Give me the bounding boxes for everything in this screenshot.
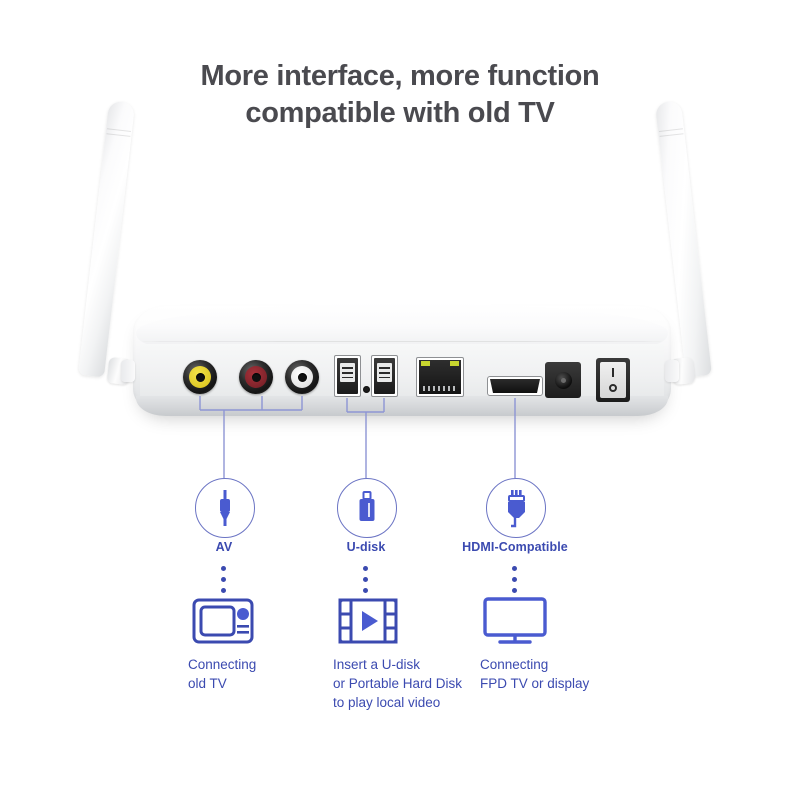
callout-label-av: AV [215,540,233,554]
port-hdmi [487,376,543,396]
connector-dot [221,566,226,571]
callout-label-udisk: U-disk [346,540,386,554]
connector-dot [363,577,368,582]
antenna-band [107,128,131,132]
connector-dot [363,588,368,593]
usb-tongue [377,363,392,382]
rj45-cavity [419,360,461,394]
usb-drive-icon [359,491,375,521]
device-seam-line [140,341,664,342]
rocker-face[interactable] [600,362,626,398]
rca-plug-icon [220,490,230,526]
rca-ring [245,366,267,388]
antenna-left [78,100,136,378]
usecase-caption-local-video: Insert a U-disk or Portable Hard Disk to… [333,657,463,711]
rca-hole [195,372,205,382]
dc-barrel [554,371,572,389]
port-dc-power [545,362,581,398]
port-rca-video [183,360,217,394]
connector-dot [512,588,517,593]
usb-cavity [337,358,358,394]
callout-label-hdmi: HDMI-Compatible [462,540,568,554]
hdmi-plug-icon [508,490,525,528]
callout-badge-hdmi[interactable] [486,478,546,538]
device-bottom-lip [136,396,668,416]
page-title-line-1: More interface, more function [200,60,600,92]
usecase-old-tv[interactable]: Connecting old TV [188,594,258,693]
dot-connector-hdmi [512,566,517,593]
film-play-icon [333,594,403,648]
antenna-band [659,128,683,132]
rca-ring [291,366,313,388]
port-ethernet-rj45 [416,357,464,397]
rj45-led-left [421,361,430,366]
switch-off-mark [609,383,617,392]
hdmi-cavity [490,379,540,393]
port-usb-2 [371,355,398,397]
connector-dot [221,577,226,582]
rj45-led-right [450,361,459,366]
antenna-band [659,133,684,137]
usb-cavity [374,358,395,394]
flat-tv-icon [480,594,550,648]
rca-hole [251,372,261,382]
connector-dot [512,577,517,582]
rca-hole [297,372,307,382]
crt-tv-icon [188,594,258,648]
page-title: More interface, more function compatible… [0,58,800,132]
ir-receiver-dot [363,386,370,393]
callout-badge-av[interactable] [195,478,255,538]
usecase-fpd-tv[interactable]: Connecting FPD TV or display [480,594,589,693]
connector-dot [221,588,226,593]
page-title-line-2: compatible with old TV [245,97,555,130]
switch-on-mark [612,368,614,378]
device-side-nub-left [121,360,135,382]
device-top-shell [136,303,668,345]
device-side-nub-right [665,360,679,382]
antenna-band [106,133,131,137]
port-usb-1 [334,355,361,397]
usecase-caption-old-tv: Connecting old TV [188,657,257,692]
callout-badge-udisk[interactable] [337,478,397,538]
dot-connector-udisk [363,566,368,593]
connector-dot [512,566,517,571]
rca-ring [189,366,211,388]
power-switch[interactable] [596,358,630,402]
port-rca-audio-left [285,360,319,394]
port-rca-audio-right [239,360,273,394]
dot-connector-av [221,566,226,593]
connector-dot [363,566,368,571]
usecase-local-video[interactable]: Insert a U-disk or Portable Hard Disk to… [333,594,462,712]
device-rear-face [140,344,664,400]
rj45-pins [423,386,457,391]
usb-tongue [340,363,355,382]
dc-center-pin [560,377,566,383]
usecase-caption-fpd-tv: Connecting FPD TV or display [480,657,590,692]
